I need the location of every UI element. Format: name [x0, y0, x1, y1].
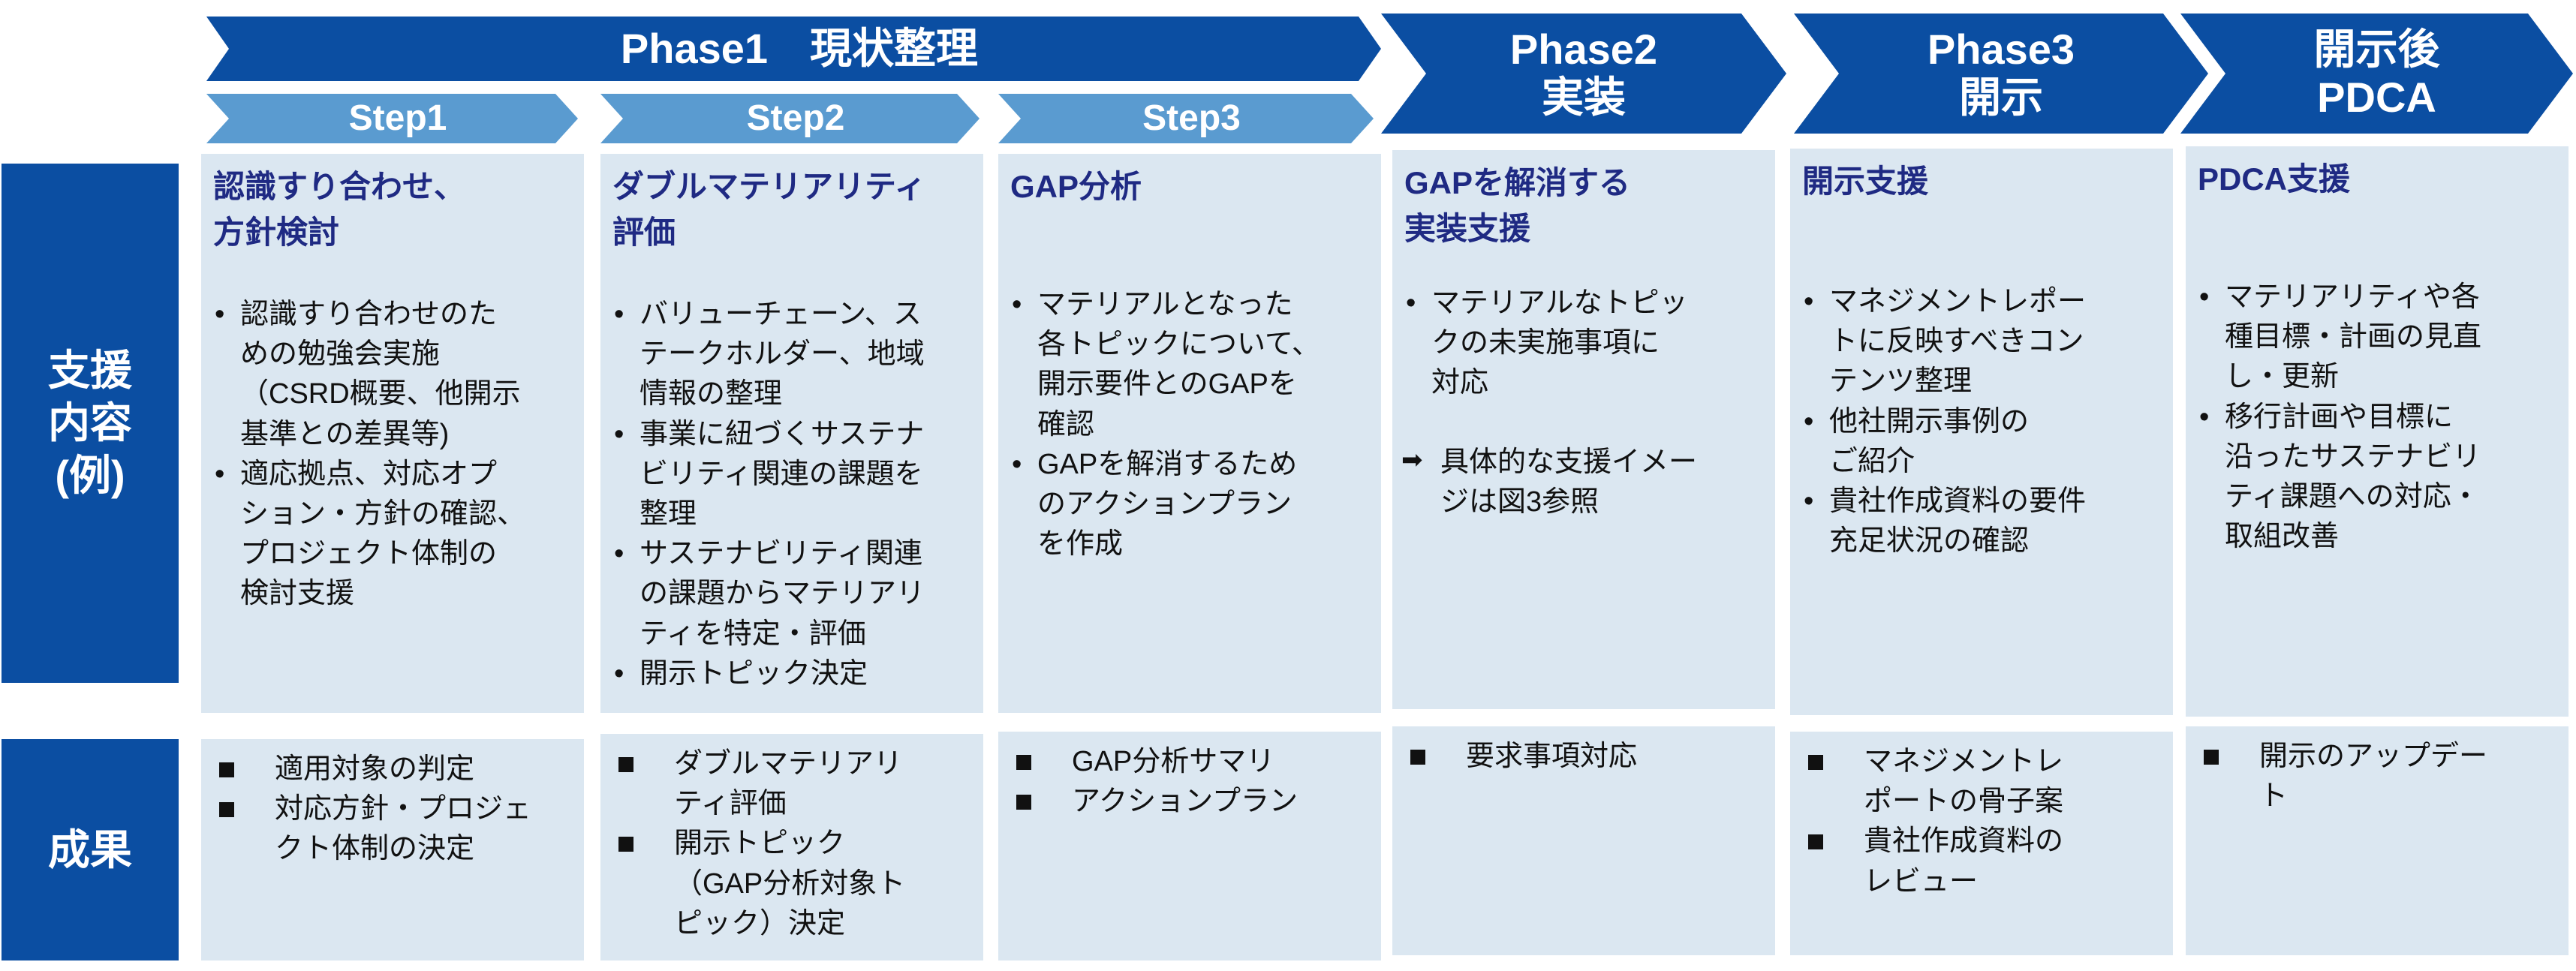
list-item: 開示トピック （GAP分析対象ト ピック）決定 [614, 824, 976, 944]
result-list: 要求事項対応 [1406, 737, 1768, 777]
column-title: ダブルマテリアリティ 評価 [612, 169, 926, 250]
list-item: バリューチェーン、ス テークホルダー、地域 情報の整理 [609, 295, 976, 415]
step1-label: Step1 [348, 98, 447, 139]
support-box-step1: 認識すり合わせ、 方針検討 認識すり合わせのた めの勉強会実施 （CSRD概要、… [201, 154, 584, 713]
list-item: マネジメントレポー トに反映すべきコン テンツ整理 [1799, 282, 2165, 402]
support-box-step3: GAP分析 マテリアルとなった 各トピックについて、 開示要件とのGAPを 確認… [998, 154, 1381, 713]
step3-label: Step3 [1142, 98, 1241, 139]
support-box-pdca: PDCA支援 マテリアリティや各 種目標・計画の見直 し・更新 移行計画や目標に… [2186, 146, 2568, 717]
result-list: マネジメントレ ポートの骨子案 貴社作成資料の レビュー [1804, 742, 2165, 902]
support-box-phase3: 開示支援 マネジメントレポー トに反映すべきコン テンツ整理 他社開示事例の ご… [1790, 149, 2173, 715]
list-item: ダブルマテリアリ ティ評価 [614, 744, 976, 824]
result-box-step2: ダブルマテリアリ ティ評価 開示トピック （GAP分析対象ト ピック）決定 [600, 734, 983, 960]
step1-arrow [206, 94, 578, 143]
support-box-phase2: GAPを解消する 実装支援 マテリアルなトピッ クの未実施事項に 対応 具体的な… [1392, 150, 1775, 709]
list-item: 認識すり合わせのた めの勉強会実施 （CSRD概要、他開示 基準との差異等) [210, 295, 576, 455]
column-title: GAP分析 [1010, 169, 1142, 204]
result-box-step3: GAP分析サマリ アクションプラン [998, 732, 1381, 960]
results-row-label: 成果 [2, 739, 179, 960]
list-item: サステナビリティ関連 の課題からマテリアリ ティを特定・評価 [609, 534, 976, 654]
support-list: バリューチェーン、ス テークホルダー、地域 情報の整理 事業に紐づくサステナ ビ… [609, 295, 976, 694]
list-item: 貴社作成資料の要件 充足状況の確認 [1799, 482, 2165, 561]
step2-arrow [600, 94, 980, 143]
phase3-arrow [1794, 14, 2208, 134]
list-item: 開示トピック決定 [609, 654, 976, 694]
list-item: 具体的な支援イメー ジは図3参照 [1401, 443, 1768, 522]
result-box-phase3: マネジメントレ ポートの骨子案 貴社作成資料の レビュー [1790, 732, 2173, 955]
step2-label: Step2 [746, 98, 845, 139]
list-item: 開示のアップデー ト [2199, 737, 2561, 816]
phase2-arrow [1381, 14, 1786, 134]
support-row-label: 支援 内容 (例) [2, 164, 179, 683]
support-list: マテリアルなトピッ クの未実施事項に 対応 具体的な支援イメー ジは図3参照 [1401, 284, 1768, 522]
list-item: マテリアリティや各 種目標・計画の見直 し・更新 [2195, 278, 2561, 398]
result-list: 開示のアップデー ト [2199, 737, 2561, 816]
result-list: GAP分析サマリ アクションプラン [1012, 742, 1374, 822]
phase3-label: Phase3 開示 [1927, 25, 2075, 121]
list-item: マネジメントレ ポートの骨子案 [1804, 742, 2165, 822]
support-list: マテリアリティや各 種目標・計画の見直 し・更新 移行計画や目標に 沿ったサステ… [2195, 278, 2561, 557]
result-box-step1: 適用対象の判定 対応方針・プロジェ クト体制の決定 [201, 739, 584, 960]
list-item: マテリアルとなった 各トピックについて、 開示要件とのGAPを 確認 [1007, 285, 1374, 445]
result-list: 適用対象の判定 対応方針・プロジェ クト体制の決定 [215, 750, 576, 870]
result-box-phase2: 要求事項対応 [1392, 726, 1775, 955]
support-list: マネジメントレポー トに反映すべきコン テンツ整理 他社開示事例の ご紹介 貴社… [1799, 282, 2165, 561]
phase2-label: Phase2 実装 [1509, 25, 1658, 121]
support-list: マテリアルとなった 各トピックについて、 開示要件とのGAPを 確認 GAPを解… [1007, 285, 1374, 564]
support-box-step2: ダブルマテリアリティ 評価 バリューチェーン、ス テークホルダー、地域 情報の整… [600, 154, 983, 713]
column-title: PDCA支援 [2198, 161, 2351, 197]
phase-arrows [206, 14, 2573, 143]
list-item: GAPを解消するため のアクションプラン を作成 [1007, 445, 1374, 565]
list-item: 他社開示事例の ご紹介 [1799, 402, 2165, 482]
phase4-label: 開示後 PDCA [2313, 25, 2440, 121]
list-item: 対応方針・プロジェ クト体制の決定 [215, 789, 576, 869]
support-list: 認識すり合わせのた めの勉強会実施 （CSRD概要、他開示 基準との差異等) 適… [210, 295, 576, 615]
result-box-pdca: 開示のアップデー ト [2186, 726, 2568, 955]
list-item: 適応拠点、対応オプ ション・方針の確認、 プロジェクト体制の 検討支援 [210, 455, 576, 615]
phase1-arrow [206, 17, 1381, 81]
list-item: 事業に紐づくサステナ ビリティ関連の課題を 整理 [609, 415, 976, 535]
result-list: ダブルマテリアリ ティ評価 開示トピック （GAP分析対象ト ピック）決定 [614, 744, 976, 944]
step3-arrow [998, 94, 1374, 143]
phase4-arrow [2180, 14, 2573, 134]
phase1-label: Phase1 現状整理 [620, 24, 979, 72]
list-item: 適用対象の判定 [215, 750, 576, 789]
column-title: GAPを解消する 実装支援 [1404, 165, 1631, 246]
column-title: 認識すり合わせ、 方針検討 [213, 169, 466, 250]
list-item: 要求事項対応 [1406, 737, 1768, 777]
list-item: GAP分析サマリ [1012, 742, 1374, 782]
list-item: マテリアルなトピッ クの未実施事項に 対応 [1401, 284, 1768, 404]
list-item: 移行計画や目標に 沿ったサステナビリ ティ課題への対応・ 取組改善 [2195, 398, 2561, 558]
column-title: 開示支援 [1802, 164, 1929, 199]
list-item: 貴社作成資料の レビュー [1804, 822, 2165, 901]
list-item: アクションプラン [1012, 782, 1374, 822]
